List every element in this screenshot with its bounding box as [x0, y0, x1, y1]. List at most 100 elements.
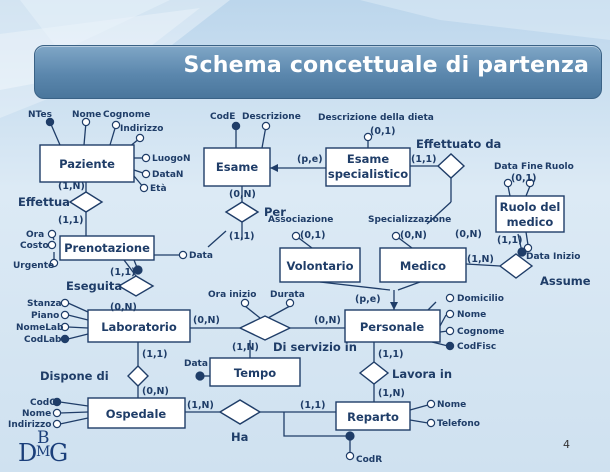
cardinality-esame-spec-isa: (p,e) [297, 154, 323, 165]
attribute-markers [45, 117, 535, 461]
attribute-label-costo: Costo [20, 241, 49, 251]
attribute-marker-data-prenotazione [178, 250, 188, 260]
slide-title: Schema concettuale di partenza [183, 53, 589, 78]
attribute-label-nome-reparto: Nome [437, 400, 466, 410]
entity-reparto [335, 401, 411, 431]
entity-volontario [279, 247, 361, 283]
attribute-marker-ora-inizio [240, 298, 250, 308]
attribute-label-codlab: CodLab [24, 335, 62, 345]
logo-letter-m: M [36, 444, 51, 460]
attribute-label-ora: Ora [26, 230, 44, 240]
attribute-label-code: CodE [210, 112, 235, 122]
key-marker-codfisc [445, 341, 455, 351]
relationship-per [224, 201, 260, 223]
relationship-label-dispone-di: Dispone di [40, 369, 109, 383]
attribute-label-ntes: NTes [28, 110, 52, 120]
cardinality-reparto-lavora: (1,N) [378, 388, 405, 399]
attribute-marker-telefono [426, 418, 436, 428]
attribute-marker-ora [47, 229, 57, 239]
identifier-marker-ruolo [517, 247, 527, 257]
relationship-label-effettuato-da: Effettuato da [416, 137, 501, 151]
attribute-marker-durata [285, 298, 295, 308]
entity-laboratorio [87, 309, 191, 343]
attribute-label-descrizione: Descrizione [242, 112, 301, 122]
entity-esame-specialistico [325, 147, 411, 187]
attribute-marker-specializzazione [391, 231, 401, 241]
attribute-label-durata: Durata [270, 290, 305, 300]
entity-label-medico: Medico [400, 259, 446, 273]
attribute-label-telefono: Telefono [437, 419, 480, 429]
attribute-label-cognome-personale: Cognome [457, 327, 504, 337]
cardinality-data-fine: (0,1) [511, 173, 537, 184]
relationship-label-per: Per [264, 205, 286, 219]
attribute-label-eta: Età [150, 184, 167, 194]
logo-letter-d: D [18, 439, 38, 467]
attribute-label-nome-ospedale: Nome [22, 409, 51, 419]
attribute-marker-indirizzo-ospedale [52, 419, 62, 429]
attribute-marker-descrizione-dieta [363, 132, 373, 142]
cardinality-tempo-servizio: (1,N) [232, 342, 259, 353]
relationship-label-assume: Assume [540, 274, 591, 288]
attribute-label-data-prenotazione: Data [189, 251, 213, 261]
attribute-label-associazione: Associazione [268, 215, 333, 225]
relationship-dispone-di [127, 365, 149, 387]
cardinality-medico-assume: (1,N) [467, 254, 494, 265]
key-marker-codo [52, 397, 62, 407]
attribute-marker-codr [345, 451, 355, 461]
cardinality-associazione: (0,1) [300, 230, 326, 241]
relationship-effettua [68, 191, 104, 213]
attribute-marker-datan [141, 169, 151, 179]
entity-label-prenotazione: Prenotazione [64, 241, 150, 255]
attribute-marker-cognome-paziente [111, 120, 121, 130]
cardinality-medico-effettuato: (0,N) [455, 229, 482, 240]
attribute-label-codr: CodR [356, 455, 382, 465]
cardinality-paziente-effettua: (1,N) [58, 181, 85, 192]
attribute-label-cognome-paziente: Cognome [103, 110, 150, 120]
entity-label-esame: Esame [216, 160, 258, 174]
attribute-marker-nome-paziente [81, 117, 91, 127]
attribute-marker-nome-ospedale [52, 408, 62, 418]
entity-label-ruolo-line1: Ruolo del [500, 200, 561, 214]
cardinality-personale-lavora: (1,1) [378, 349, 404, 360]
attribute-marker-cognome-personale [445, 326, 455, 336]
attribute-label-datan: DataN [152, 170, 183, 180]
entity-tempo [209, 357, 301, 387]
attribute-marker-descrizione [261, 121, 271, 131]
entity-label-ruolo-line2: medico [507, 215, 554, 229]
cardinality-reparto-ha: (1,1) [300, 400, 326, 411]
attribute-label-data-inizio: Data Inizio [526, 252, 580, 262]
cardinality-ospedale-ha: (1,N) [187, 400, 214, 411]
key-marker-code [231, 121, 241, 131]
attribute-marker-eta [139, 183, 149, 193]
identifier-marker-prenotazione [133, 265, 143, 275]
attribute-label-codfisc: CodFisc [457, 342, 496, 352]
entity-label-reparto: Reparto [347, 410, 399, 424]
attribute-marker-associazione [291, 231, 301, 241]
cardinality-prenotazione-per: (1,1) [229, 231, 255, 242]
attribute-label-specializzazione: Specializzazione [368, 215, 451, 225]
relationship-assume [498, 253, 534, 279]
relationship-di-servizio-in [238, 315, 292, 341]
entity-label-esame-line1: Esame [347, 152, 389, 166]
attribute-label-nome-paziente: Nome [72, 110, 101, 120]
entity-label-laboratorio: Laboratorio [101, 320, 177, 334]
cardinality-esame-spec-effettuato: (1,1) [411, 154, 437, 165]
attribute-marker-data-inizio [523, 243, 533, 253]
attribute-label-indirizzo-ospedale: Indirizzo [8, 420, 51, 430]
attribute-label-nome-personale: Nome [457, 310, 486, 320]
attribute-label-piano: Piano [31, 311, 59, 321]
relationship-eseguita [117, 275, 155, 297]
cardinality-laboratorio-eseguita: (0,N) [110, 302, 137, 313]
relationship-effettuato-da [436, 153, 466, 179]
isa-arrows [270, 164, 398, 310]
entity-label-tempo: Tempo [234, 366, 276, 380]
entity-label-specialistico-line2: specialistico [328, 167, 408, 181]
attribute-label-domicilio: Domicilio [457, 294, 504, 304]
cardinality-prenotazione-eseguita: (1,1) [110, 267, 136, 278]
attribute-marker-ruolo [525, 178, 535, 188]
relationship-label-di-servizio-in: Di servizio in [273, 340, 357, 354]
cardinality-personale-servizio: (0,N) [314, 315, 341, 326]
attribute-marker-piano [60, 310, 70, 320]
